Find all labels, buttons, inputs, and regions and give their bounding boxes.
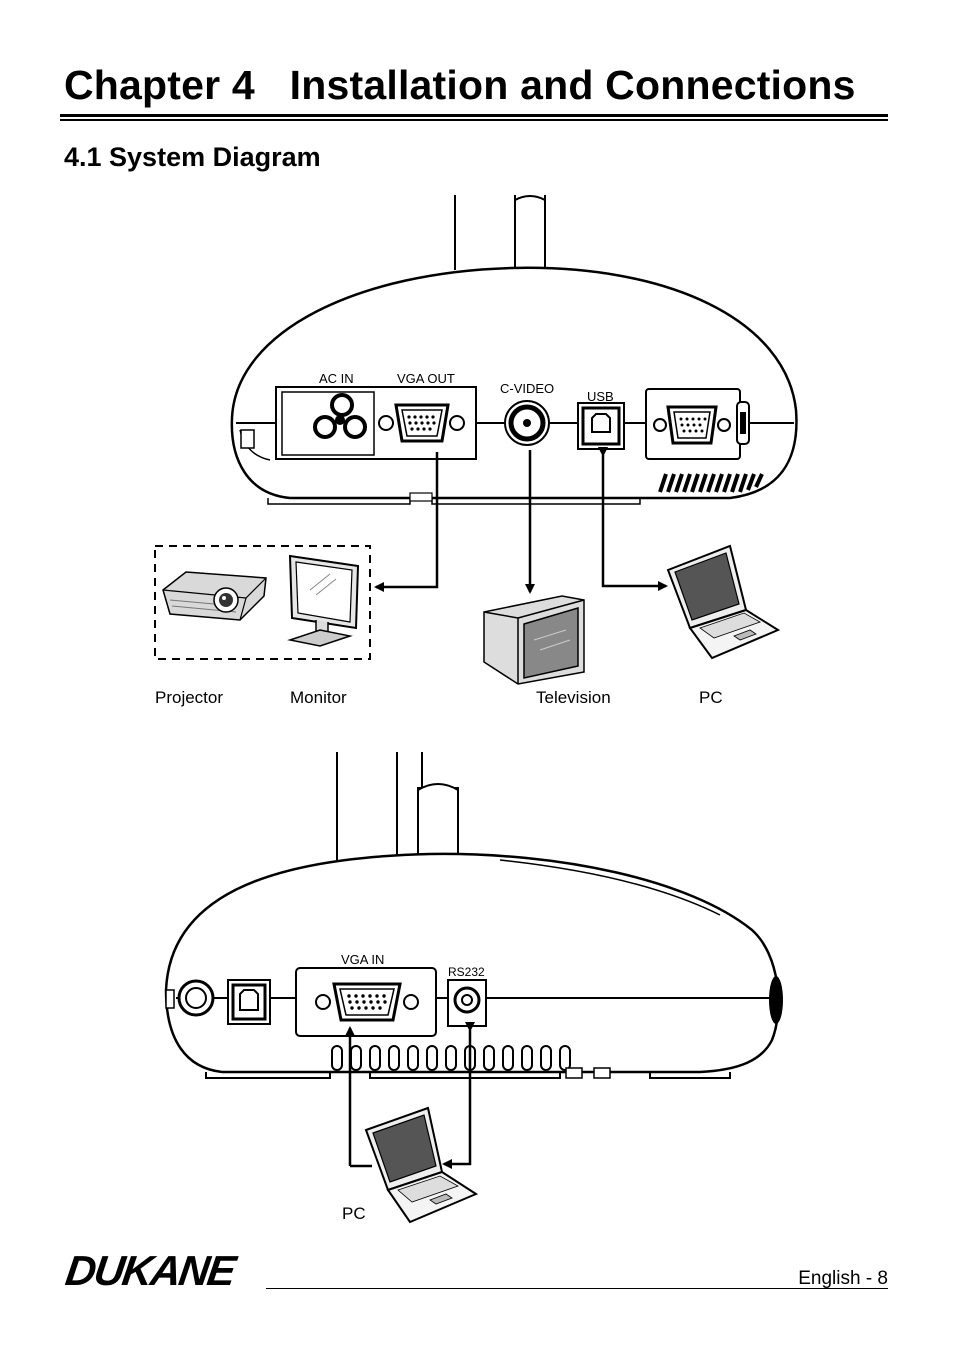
c-video-label: C-VIDEO [500,381,554,396]
title-rule-thick [60,114,888,117]
laptop-icon-bottom [364,1106,479,1224]
rs232-label: RS232 [448,965,485,979]
laptop-icon [666,544,781,660]
vga-port-icon [645,388,741,460]
camera-side-view: VGA IN RS232 [164,752,783,1079]
usb-port-icon [577,402,625,450]
c-video-port-icon [504,400,550,446]
rs232-port-icon [447,979,487,1027]
pc-label-top: PC [699,688,723,707]
rs232-to-pc-arrow [442,1022,475,1169]
projector-label: Projector [155,688,224,707]
ac-in-port-icon [313,393,367,439]
television-label: Television [536,688,611,707]
ac-in-label: AC IN [319,371,354,386]
dukane-logo: DUKANE [63,1247,241,1294]
usb-label: USB [587,389,614,404]
projector-icon [162,571,267,621]
svg-text:DUKANE: DUKANE [63,1247,241,1294]
vga-in-label: VGA IN [341,952,384,967]
monitor-label: Monitor [290,688,347,707]
monitor-icon [287,554,360,647]
pc-label-bottom: PC [342,1204,366,1223]
display-group-box [154,545,371,660]
section-title: 4.1 System Diagram [64,142,321,172]
camera-rear-view: AC IN VGA OUT C-VIDEO USB [230,195,798,505]
vga-out-to-display-arrow [374,452,439,592]
vga-in-port-icon [315,982,419,1022]
page-number: English - 8 [798,1268,888,1289]
vga-out-label: VGA OUT [397,371,455,386]
footer-rule [266,1288,888,1289]
usb-to-pc-arrow [598,447,668,591]
usb-port-icon-side [227,979,271,1025]
title-rule-thin [60,119,888,121]
television-icon [483,595,585,685]
lock-slot-icon [240,429,255,449]
vga-out-port-icon [378,403,465,443]
chapter-title: Chapter 4 Installation and Connections [64,62,856,108]
